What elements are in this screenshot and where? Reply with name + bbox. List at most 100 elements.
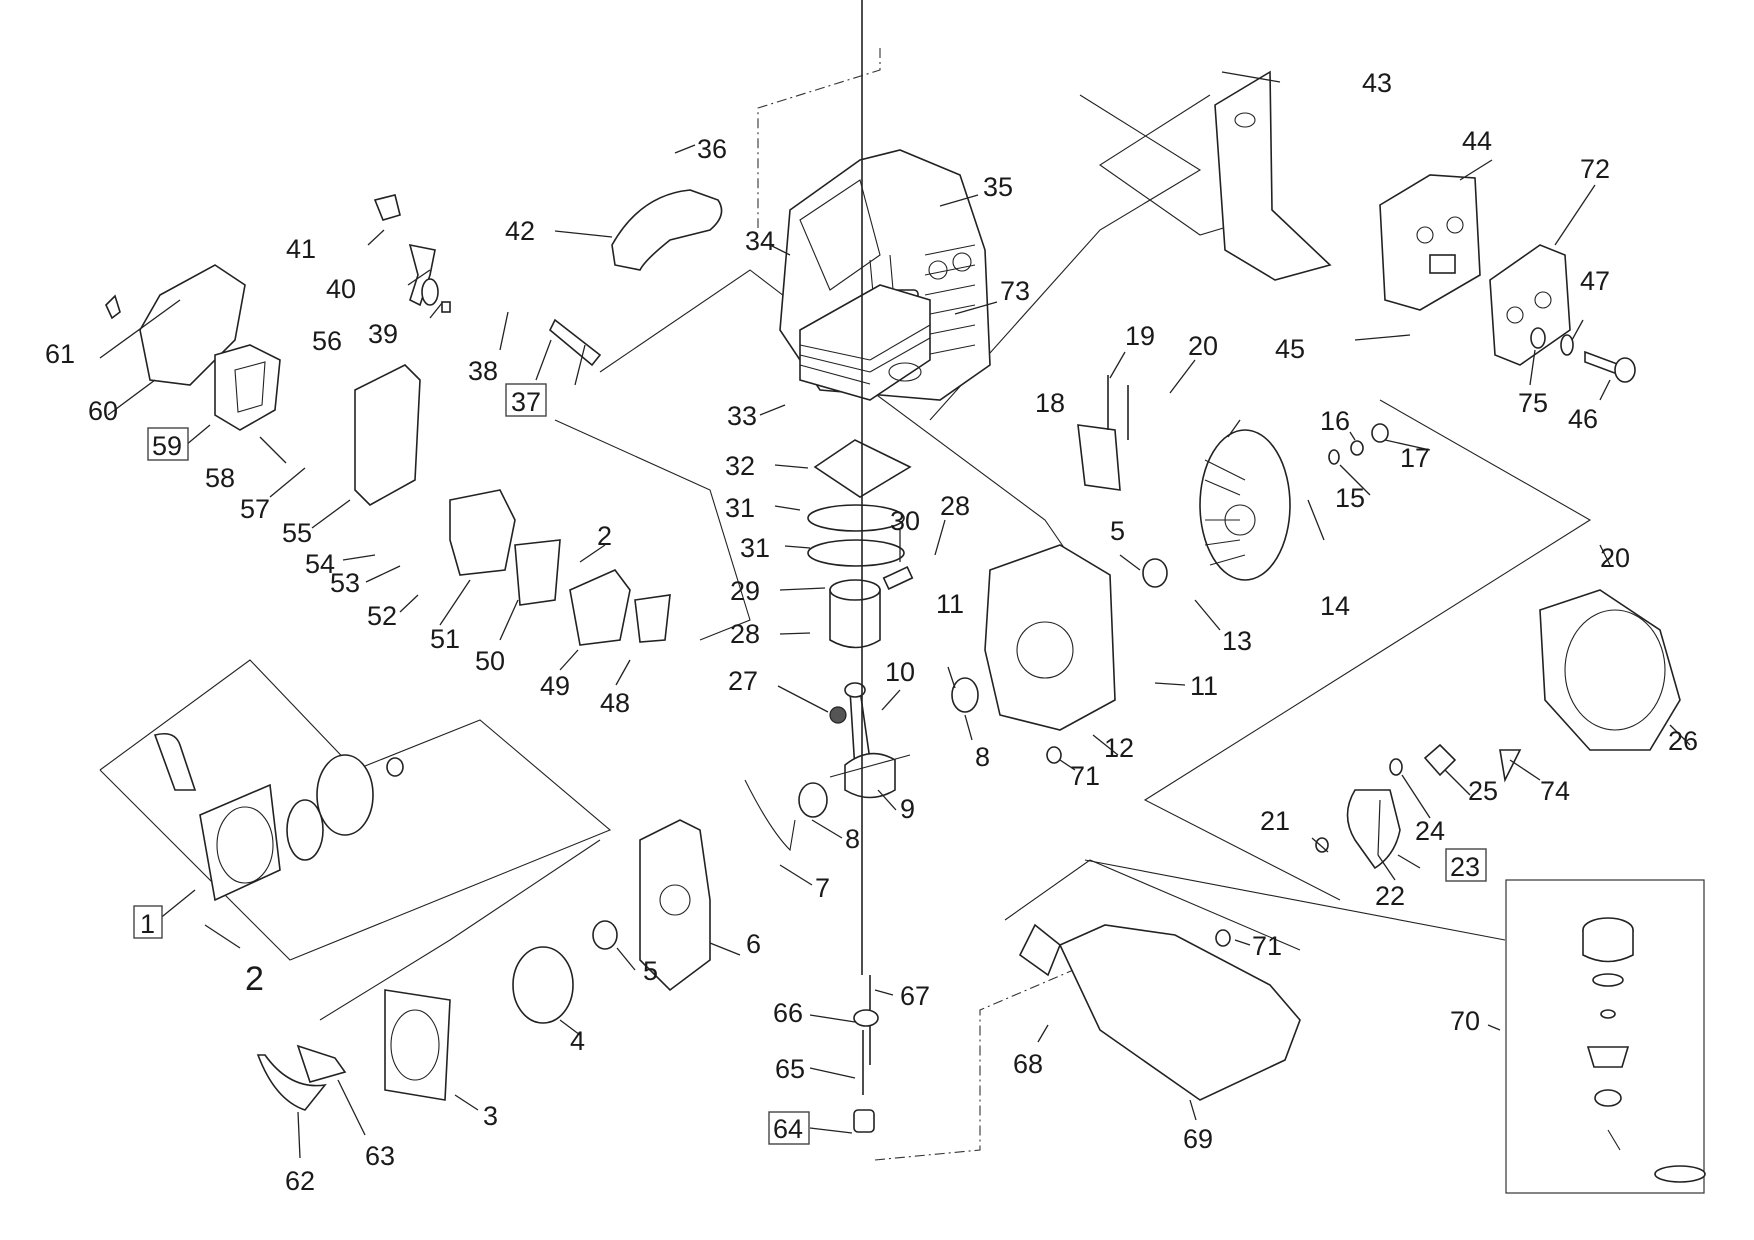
- callout-label-4: 4: [570, 1026, 585, 1056]
- ignition-coil-part: [1077, 424, 1121, 491]
- oil-seal-part: [1142, 558, 1168, 588]
- shoulder-bolt-part: [1423, 743, 1457, 777]
- callout-label-31: 31: [725, 493, 755, 523]
- washer-part: [1560, 334, 1574, 356]
- callout-label-38: 38: [468, 356, 498, 386]
- callout-label-5: 5: [643, 956, 658, 986]
- callout-label-7: 7: [815, 873, 830, 903]
- terminal-nut-part: [441, 301, 451, 313]
- callout-label-50: 50: [475, 646, 505, 676]
- exhaust-deflector-head: [1614, 357, 1636, 383]
- callout-label-10: 10: [885, 657, 915, 687]
- crankcase-half-part: [639, 819, 711, 992]
- fuel-filter-part: [853, 1109, 875, 1133]
- heat-shield-part: [1214, 70, 1332, 281]
- callout-label-54: 54: [305, 549, 335, 579]
- callout-label-17: 17: [1400, 443, 1430, 473]
- callout-label-12: 12: [1104, 733, 1134, 763]
- callout-label-71: 71: [1252, 931, 1282, 961]
- callout-label-75: 75: [1518, 388, 1548, 418]
- fan-housing-part: [1539, 589, 1681, 751]
- flywheel-part: [1199, 429, 1291, 581]
- needle-bearing-part: [829, 706, 847, 724]
- washer-part: [1389, 758, 1403, 776]
- callout-label-34: 34: [745, 226, 775, 256]
- spacer-part: [296, 1044, 347, 1083]
- callout-label-31: 31: [740, 533, 770, 563]
- callout-label-69: 69: [1183, 1124, 1213, 1154]
- callout-label-9: 9: [900, 794, 915, 824]
- heat-shield-port: [1234, 112, 1256, 128]
- callout-label-68: 68: [1013, 1049, 1043, 1079]
- callout-label-22: 22: [1375, 881, 1405, 911]
- air-cleaner-base-part: [354, 364, 421, 506]
- callout-label-16: 16: [1320, 406, 1350, 436]
- callout-label-1: 1: [140, 909, 155, 939]
- assembly-line-cover: [757, 48, 881, 228]
- callout-label-61: 61: [45, 339, 75, 369]
- callout-label-15: 15: [1335, 483, 1365, 513]
- spark-arrestor-washer-part: [1530, 327, 1546, 349]
- spark-plug-part: [549, 318, 602, 367]
- assembly-line-starter: [99, 659, 612, 961]
- callout-label-20: 20: [1600, 543, 1630, 573]
- callout-label-57: 57: [240, 494, 270, 524]
- callout-label-32: 32: [725, 451, 755, 481]
- assembly-line-tank: [1004, 859, 1301, 951]
- knob-part: [105, 294, 121, 320]
- crankcase-gasket-part: [744, 779, 796, 852]
- grommet-part: [1046, 746, 1062, 764]
- bracket-part: [1499, 749, 1522, 783]
- crankcase-main-part: [984, 544, 1116, 731]
- carburetor-part: [449, 489, 516, 576]
- callout-label-63: 63: [365, 1141, 395, 1171]
- callout-label-2: 2: [597, 521, 612, 551]
- fuel-cap-part: [1582, 917, 1706, 1183]
- callout-label-47: 47: [1580, 266, 1610, 296]
- callout-label-49: 49: [540, 671, 570, 701]
- callout-label-56: 56: [312, 326, 342, 356]
- callout-label-40: 40: [326, 274, 356, 304]
- callout-labels: 1 2 2 3 4 5 5 6 7 8 8 9 10 11 11 12 13 1…: [45, 68, 1698, 1196]
- callout-label-70: 70: [1450, 1006, 1480, 1036]
- bearing-part: [951, 677, 979, 713]
- callout-label-2: 2: [245, 960, 264, 998]
- parts: [105, 0, 1706, 1194]
- callout-label-65: 65: [775, 1054, 805, 1084]
- assembly-line-clutch-housing: [319, 839, 601, 1021]
- spring-clip-part: [421, 278, 439, 306]
- fuel-cap-detail-box: [1505, 879, 1705, 1194]
- callout-label-8: 8: [975, 742, 990, 772]
- tank-neck-part: [1018, 923, 1061, 977]
- callout-label-48: 48: [600, 688, 630, 718]
- muffler-part: [1379, 174, 1481, 311]
- callout-label-23: 23: [1450, 852, 1480, 882]
- callout-label-64: 64: [773, 1114, 803, 1144]
- nut-part: [1371, 423, 1389, 443]
- callout-label-6: 6: [746, 929, 761, 959]
- top-cover-part: [611, 189, 723, 271]
- fuel-tank-part: [1058, 924, 1301, 1101]
- insulator-part: [569, 569, 631, 646]
- assembly-line-flywheel: [1143, 399, 1592, 901]
- callout-label-59: 59: [152, 431, 182, 461]
- callout-label-37: 37: [511, 387, 541, 417]
- callout-label-13: 13: [1222, 626, 1252, 656]
- piston-pin-part: [882, 566, 914, 590]
- callout-label-33: 33: [727, 401, 757, 431]
- piston-ring-part: [807, 504, 905, 532]
- clutch-part: [1346, 789, 1401, 870]
- assembly-line-fuel: [874, 949, 1121, 1161]
- callout-box-59: [147, 427, 189, 461]
- callout-label-21: 21: [1260, 806, 1290, 836]
- clip-plate-part: [256, 1054, 327, 1111]
- callout-label-25: 25: [1468, 776, 1498, 806]
- callout-box-37: [505, 383, 547, 417]
- callout-label-66: 66: [773, 998, 803, 1028]
- callout-label-8: 8: [845, 824, 860, 854]
- callout-label-41: 41: [286, 234, 316, 264]
- callout-label-67: 67: [900, 981, 930, 1011]
- assembly-line-cap: [1084, 859, 1506, 941]
- recoil-starter-part: [153, 732, 404, 902]
